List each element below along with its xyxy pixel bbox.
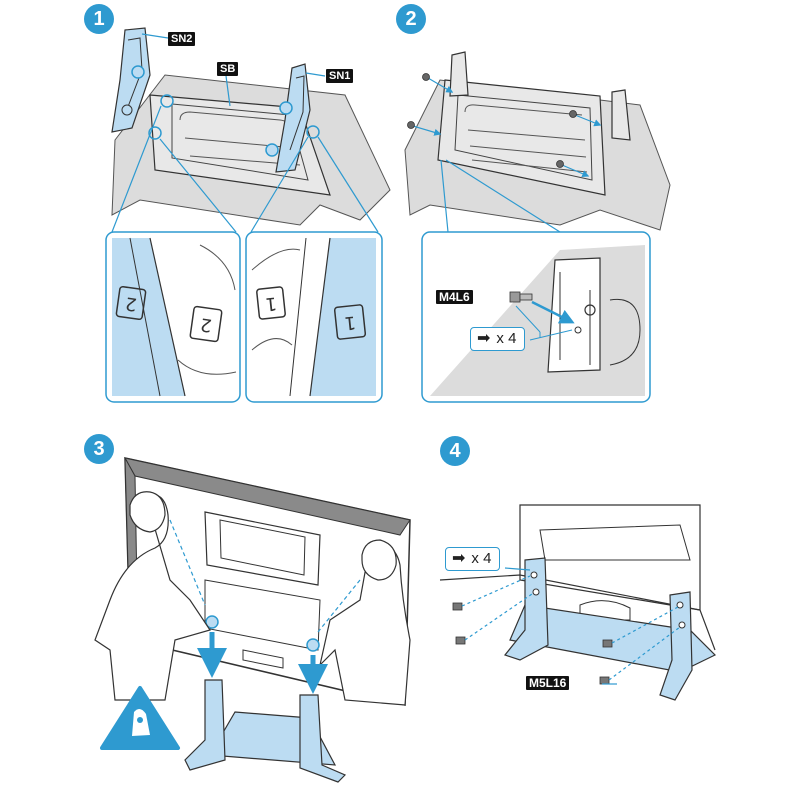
screw-m4l6 — [509, 291, 533, 303]
svg-text:2: 2 — [199, 313, 213, 335]
step1-illustration — [111, 27, 391, 233]
stand-neck-sn2 — [111, 27, 151, 133]
step-number-1: 1 — [84, 4, 114, 34]
label-m5l16: M5L16 — [526, 676, 570, 690]
two-person-lift-icon — [100, 686, 180, 750]
quantity-box-step2: ➡ x 4 — [470, 327, 526, 351]
person-right — [318, 539, 411, 706]
label-sb: SB — [217, 62, 239, 76]
step3-illustration — [94, 457, 411, 783]
stand-neck-sn1 — [265, 63, 311, 173]
step2-illustration — [404, 51, 671, 233]
arrow-right-icon: ➡ — [477, 330, 491, 347]
quantity-text: x 4 — [471, 550, 492, 567]
step4-illustration — [439, 504, 717, 701]
svg-text:1: 1 — [343, 311, 357, 333]
label-m4l6: M4L6 — [436, 290, 473, 304]
arrow-right-icon: ➡ — [452, 550, 466, 567]
quantity-text: x 4 — [496, 330, 517, 347]
svg-text:2: 2 — [124, 292, 138, 314]
step-number-4: 4 — [440, 436, 470, 466]
person-left — [94, 491, 211, 701]
step1-detail-label-2: 2 2 — [105, 231, 241, 403]
step2-detail — [421, 231, 651, 403]
quantity-box-step4: ➡ x 4 — [445, 547, 501, 571]
step-number-2: 2 — [396, 4, 426, 34]
step-number-3: 3 — [84, 434, 114, 464]
svg-text:1: 1 — [264, 292, 278, 314]
label-sn1: SN1 — [326, 69, 354, 83]
step1-detail-label-1: 1 1 — [245, 231, 383, 403]
assembled-stand — [184, 679, 347, 783]
label-sn2: SN2 — [168, 32, 196, 46]
